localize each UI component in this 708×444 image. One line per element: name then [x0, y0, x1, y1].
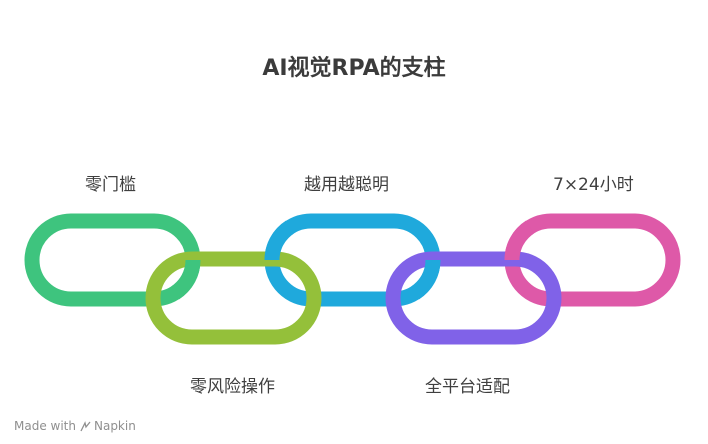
- footer-brand: Napkin: [80, 419, 136, 433]
- chain-link-1-overlap: [170, 259, 201, 300]
- chain-link-2: [145, 251, 322, 345]
- footer-brand-name: Napkin: [93, 419, 136, 433]
- diagram-title: AI视觉RPA的支柱: [262, 56, 446, 81]
- footer-made-with: Made with: [14, 419, 76, 433]
- chain-link-3-overlap-left: [264, 220, 295, 261]
- pillar-label-5: 7×24小时: [553, 175, 634, 195]
- pillar-label-4: 全平台适配: [425, 377, 510, 397]
- pillar-label-3: 越用越聪明: [304, 175, 389, 195]
- pillar-label-1: 零门槛: [85, 175, 136, 195]
- chain-link-3-overlap-right: [410, 259, 441, 300]
- pillar-label-2: 零风险操作: [190, 377, 275, 397]
- chain-link-4: [385, 251, 562, 345]
- napkin-logo-icon: [80, 420, 91, 431]
- chain-link-5-overlap: [504, 220, 535, 261]
- footer-attribution: Made with Napkin: [14, 419, 136, 433]
